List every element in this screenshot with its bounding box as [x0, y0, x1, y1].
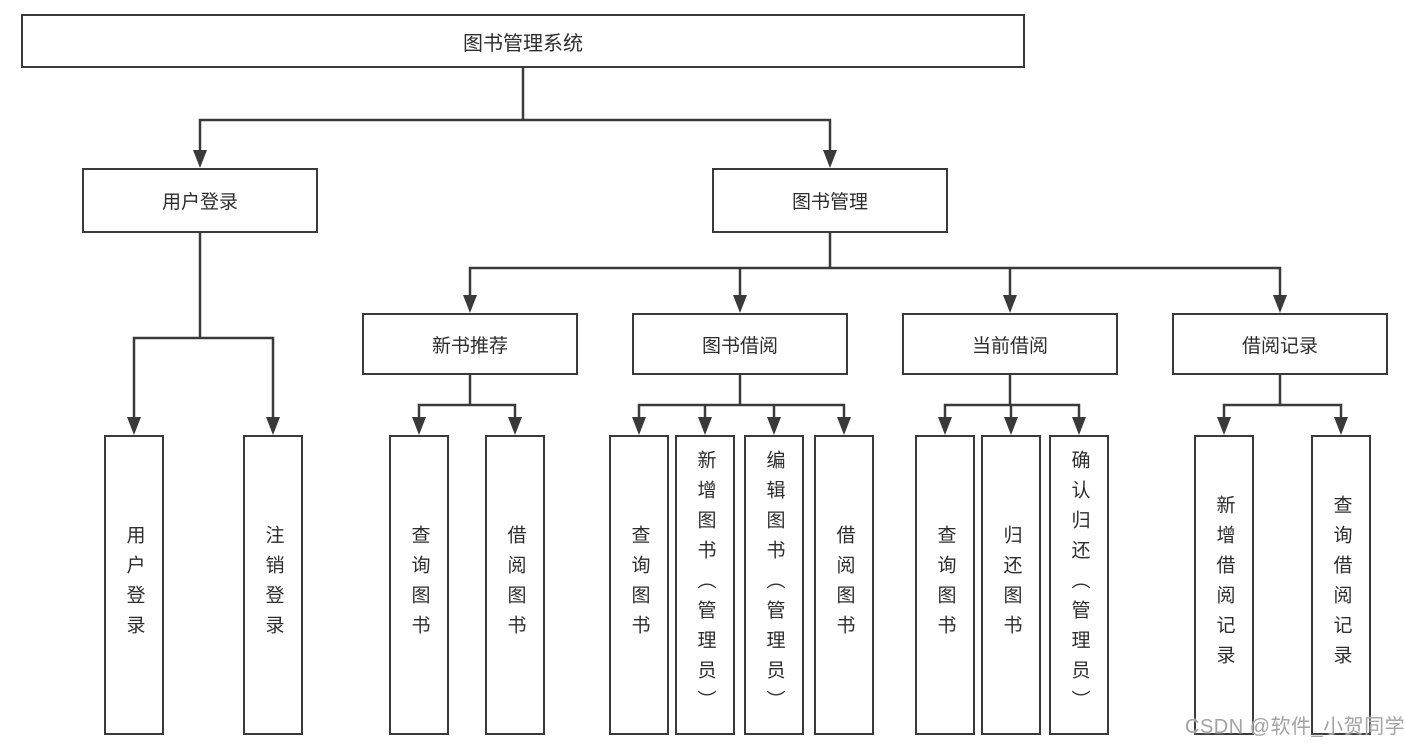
node-borrowing-records: 借阅记录 — [1172, 313, 1388, 375]
node-user-login-label: 用户登录 — [161, 192, 238, 213]
leaf-logout-login: 注销登录 — [243, 435, 303, 735]
leaf-return-books-label: 归还图书 — [1000, 525, 1022, 645]
node-borrowing-records-label: 借阅记录 — [1241, 335, 1318, 357]
leaf-query-borrow-record-label: 查询借阅记录 — [1330, 495, 1352, 675]
leaf-confirm-return-admin: 确认归还（管理员） — [1049, 435, 1109, 735]
leaf-query-books-borrowing: 查询图书 — [609, 435, 669, 735]
leaf-query-books-current: 查询图书 — [915, 435, 975, 735]
leaf-edit-books-admin-label: 编辑图书（管理员） — [763, 450, 785, 720]
leaf-add-books-admin-label: 新增图书（管理员） — [694, 450, 716, 720]
leaf-borrow-books-borrowing-label: 借阅图书 — [833, 525, 855, 645]
csdn-watermark: CSDN @软件_小贺同学 — [1185, 716, 1405, 738]
leaf-borrow-books-borrowing: 借阅图书 — [814, 435, 874, 735]
node-book-borrowing: 图书借阅 — [632, 313, 848, 375]
leaf-add-books-admin: 新增图书（管理员） — [675, 435, 735, 735]
node-current-borrowing-label: 当前借阅 — [971, 335, 1048, 357]
node-current-borrowing: 当前借阅 — [902, 313, 1118, 375]
leaf-user-login-label: 用户登录 — [123, 525, 145, 645]
leaf-borrow-books-recommend-label: 借阅图书 — [504, 525, 526, 645]
node-book-management: 图书管理 — [712, 168, 948, 233]
leaf-borrow-books-recommend: 借阅图书 — [485, 435, 545, 735]
leaf-confirm-return-admin-label: 确认归还（管理员） — [1068, 450, 1090, 720]
leaf-return-books: 归还图书 — [981, 435, 1041, 735]
node-new-book-recommend: 新书推荐 — [362, 313, 578, 375]
leaf-edit-books-admin: 编辑图书（管理员） — [744, 435, 804, 735]
leaf-query-borrow-record: 查询借阅记录 — [1311, 435, 1371, 735]
node-user-login: 用户登录 — [82, 168, 318, 233]
node-new-book-recommend-label: 新书推荐 — [431, 335, 508, 357]
leaf-query-books-recommend-label: 查询图书 — [408, 525, 430, 645]
node-book-management-label: 图书管理 — [791, 192, 868, 213]
leaf-add-borrow-record: 新增借阅记录 — [1194, 435, 1254, 735]
node-system-root-label: 图书管理系统 — [463, 32, 583, 55]
leaf-add-borrow-record-label: 新增借阅记录 — [1213, 495, 1235, 675]
leaf-query-books-current-label: 查询图书 — [934, 525, 956, 645]
leaf-logout-login-label: 注销登录 — [262, 525, 284, 645]
node-book-borrowing-label: 图书借阅 — [701, 335, 778, 357]
node-system-root: 图书管理系统 — [21, 14, 1025, 68]
leaf-query-books-borrowing-label: 查询图书 — [628, 525, 650, 645]
leaf-query-books-recommend: 查询图书 — [389, 435, 449, 735]
leaf-user-login: 用户登录 — [104, 435, 164, 735]
